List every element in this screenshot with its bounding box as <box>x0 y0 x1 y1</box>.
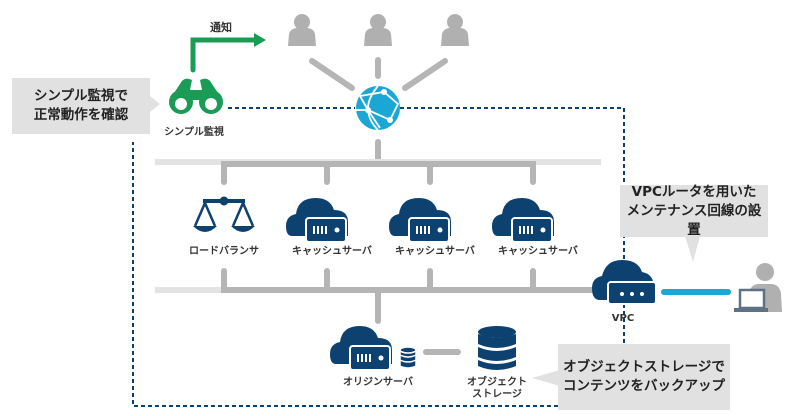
notify-arrow <box>190 37 258 73</box>
user-laptop-icon <box>734 263 782 312</box>
callout-line: シンプル監視で <box>33 88 129 104</box>
object-storage-label-line2: ストレージ <box>472 389 522 400</box>
callout-line: メンテナンス回線の設置 <box>626 202 762 238</box>
globe-icon <box>356 85 400 131</box>
cloud-router-icon <box>592 260 657 305</box>
cloud-server-icon <box>491 197 555 243</box>
object-storage-label-line1: オブジェクト <box>467 377 527 388</box>
cache-server-label: キャッシュサーバ <box>395 246 475 257</box>
binoculars-icon <box>169 78 223 114</box>
callout-line: 正常動作を確認 <box>33 107 129 123</box>
callout-line: オブジェクトストレージで <box>563 359 725 375</box>
origin-server-label: オリジンサーバ <box>343 377 413 388</box>
notify-arrowhead <box>254 33 266 47</box>
callout-monitor: シンプル監視で正常動作を確認 <box>12 78 150 134</box>
user-connections <box>309 57 448 91</box>
user-icon <box>288 14 316 46</box>
callout-storage: オブジェクトストレージでコンテンツをバックアップ <box>558 344 730 410</box>
cloud-server-db-icon <box>329 325 417 371</box>
vpc-label: VPC <box>611 313 635 324</box>
scale-icon <box>193 196 255 232</box>
user-icon <box>364 14 392 46</box>
load-balancer-label: ロードバランサ <box>189 246 259 257</box>
callout-line: VPCルータを用いた <box>631 183 757 200</box>
cloud-server-icon <box>285 197 349 243</box>
user-icon <box>441 14 469 46</box>
cache-server-label: キャッシュサーバ <box>498 246 578 257</box>
cache-server-label: キャッシュサーバ <box>292 246 372 257</box>
callout-vpc: VPCルータを用いたメンテナンス回線の設置 <box>620 183 768 238</box>
notify-label: 通知 <box>210 21 232 34</box>
database-icon <box>478 326 516 370</box>
callout-line: コンテンツをバックアップ <box>563 378 725 394</box>
cloud-server-icon <box>388 197 452 243</box>
object-storage-label: オブジェクト ストレージ <box>462 377 532 401</box>
monitor-label: シンプル監視 <box>164 127 224 138</box>
